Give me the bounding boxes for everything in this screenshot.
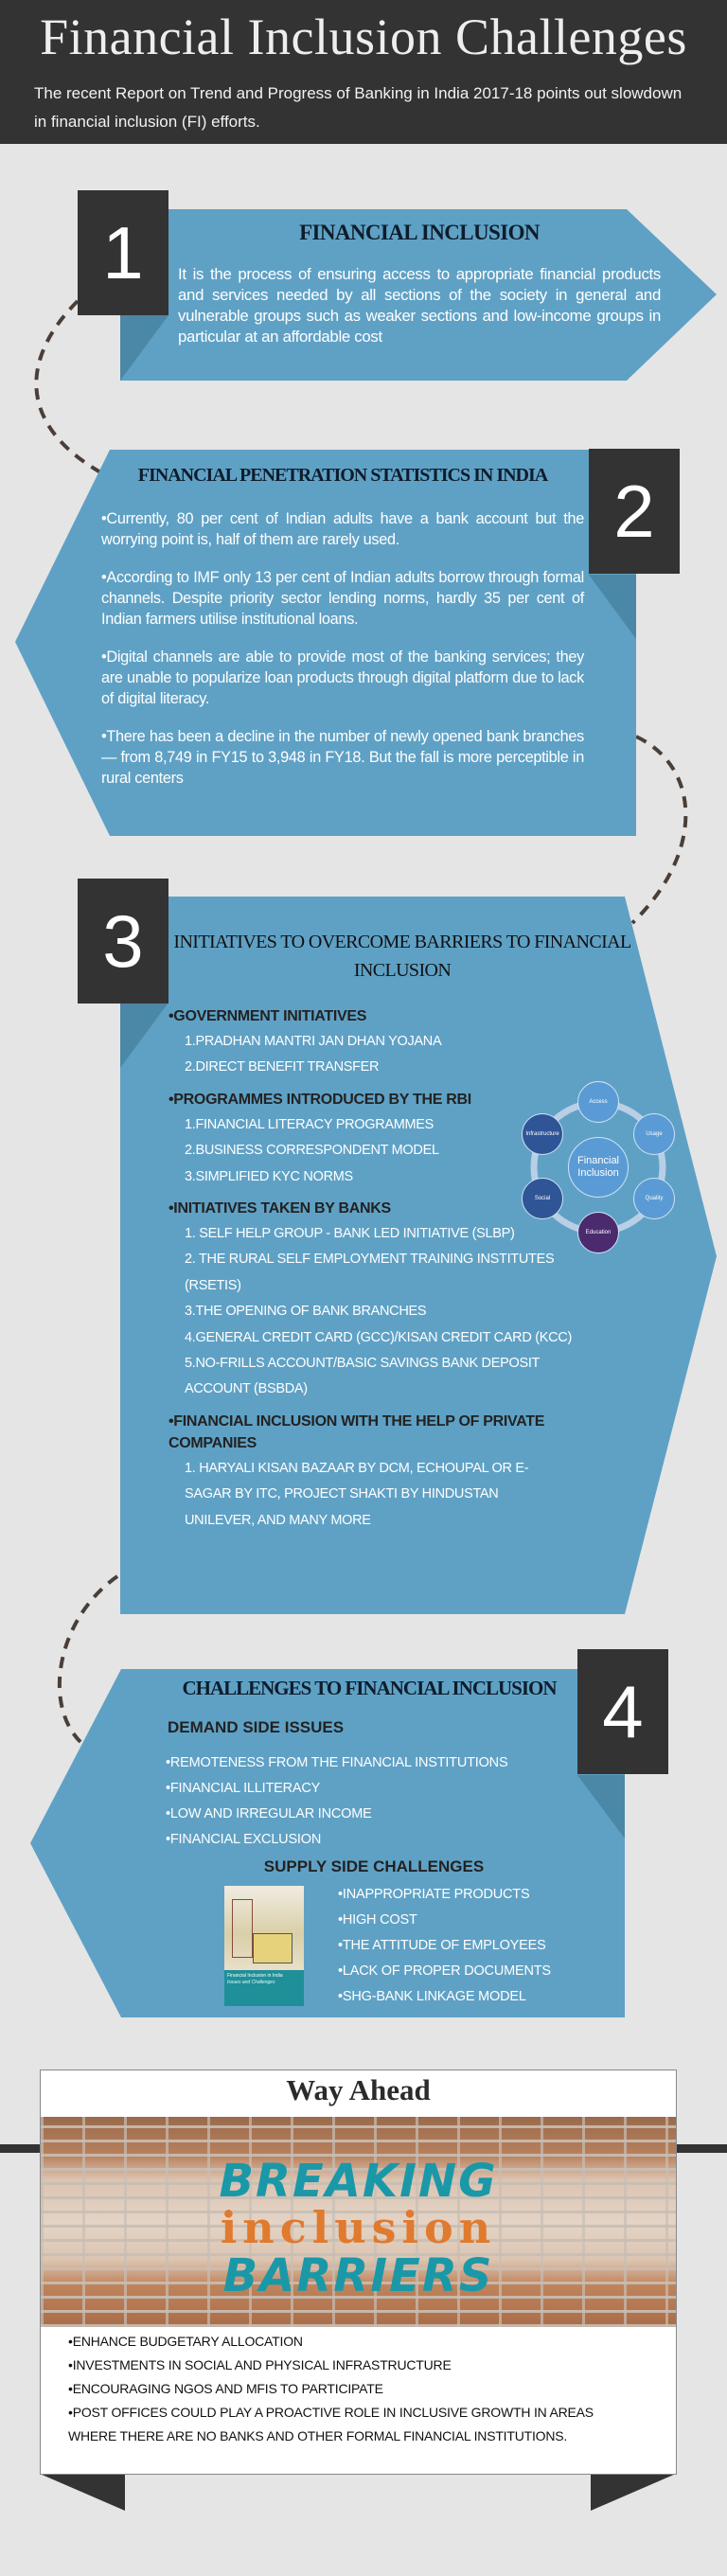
list-item: •LACK OF PROPER DOCUMENTS — [338, 1963, 551, 1979]
list-item: •FINANCIAL EXCLUSION — [166, 1832, 322, 1847]
section1-panel — [120, 209, 717, 381]
section1-number: 1 — [78, 190, 168, 315]
supply-side-title: SUPPLY SIDE CHALLENGES — [263, 1857, 485, 1875]
section2-heading: FINANCIAL PENETRATION STATISTICS IN INDI… — [137, 465, 548, 486]
list-item: 3.THE OPENING OF BANK BRANCHES — [185, 1304, 427, 1320]
list-item: 4.GENERAL CREDIT CARD (GCC)/KISAN CREDIT… — [185, 1329, 573, 1345]
section3-heading: INITIATIVES TO OVERCOME BARRIERS TO FINA… — [173, 932, 631, 981]
dashed-connector-2-3 — [630, 735, 688, 925]
section1-heading: FINANCIAL INCLUSION — [299, 221, 540, 244]
stat-bullet: •Digital channels are able to provide mo… — [101, 648, 584, 707]
section3-panel — [120, 897, 717, 1614]
list-item: •REMOTENESS FROM THE FINANCIAL INSTITUTI… — [166, 1755, 508, 1770]
list-item: •INVESTMENTS IN SOCIAL AND PHYSICAL INFR… — [68, 2357, 452, 2372]
diagram-node-social: Social — [522, 1178, 563, 1219]
stat-bullet: •Currently, 80 per cent of Indian adults… — [101, 510, 584, 548]
diagram-node-usage: Usage — [633, 1113, 675, 1155]
section4-panel — [30, 1669, 625, 2017]
list-item: •THE ATTITUDE OF EMPLOYEES — [338, 1938, 546, 1953]
list-item: •INAPPROPRIATE PRODUCTS — [338, 1887, 530, 1902]
section3-number: 3 — [78, 879, 168, 1004]
section2-fold — [589, 575, 636, 639]
list-item: •POST OFFICES COULD PLAY A PROACTIVE ROL… — [68, 2405, 594, 2443]
list-item: 2.BUSINESS CORRESPONDENT MODEL — [185, 1143, 439, 1159]
section3-fold — [120, 1003, 168, 1068]
list-item: •LOW AND IRREGULAR INCOME — [166, 1806, 372, 1821]
list-item: 5.NO-FRILLS ACCOUNT/BASIC SAVINGS BANK D… — [185, 1356, 540, 1397]
diagram-node-access: Access — [577, 1081, 619, 1123]
supply-side-list: •INAPPROPRIATE PRODUCTS •HIGH COST •THE … — [338, 1882, 584, 2010]
list-item: 1.FINANCIAL LITERACY PROGRAMMES — [185, 1116, 434, 1132]
list-item: •SHG-BANK LINKAGE MODEL — [338, 1989, 526, 2004]
banner-word-barriers: BARRIERS — [222, 2249, 494, 2302]
section1-fold — [120, 315, 168, 381]
banner-word-breaking: BREAKING — [219, 2155, 498, 2208]
header-bar — [0, 0, 727, 144]
way-ahead-title: Way Ahead — [286, 2073, 431, 2106]
book-title: Financial Inclusion in India — [227, 1973, 283, 1979]
section2-number: 2 — [589, 449, 680, 574]
section1-text: It is the process of ensuring access to … — [178, 265, 661, 346]
diagram-node-education: Education — [577, 1212, 619, 1253]
ribbon-left — [40, 2474, 125, 2511]
list-item: 2.DIRECT BENEFIT TRANSFER — [185, 1059, 380, 1075]
section4-heading: CHALLENGES TO FINANCIAL INCLUSION — [182, 1677, 557, 1699]
demand-side-list: •REMOTENESS FROM THE FINANCIAL INSTITUTI… — [166, 1750, 582, 1853]
dashed-connector-3-4 — [57, 1574, 119, 1744]
group-title: •GOVERNMENT INITIATIVES — [168, 1008, 367, 1024]
page-subtitle: The recent Report on Trend and Progress … — [34, 84, 683, 131]
way-ahead-list: •ENHANCE BUDGETARY ALLOCATION •INVESTMEN… — [68, 2330, 636, 2448]
list-item: •FINANCIAL ILLITERACY — [166, 1781, 321, 1796]
diagram-node-quality: Quality — [633, 1178, 675, 1219]
stat-bullet: •There has been a decline in the number … — [101, 728, 584, 787]
section3-list: •GOVERNMENT INITIATIVES 1.PRADHAN MANTRI… — [168, 998, 604, 1534]
banner-word-inclusion: inclusion — [220, 2202, 497, 2253]
list-item: 1. SELF HELP GROUP - BANK LED INITIATIVE… — [185, 1226, 515, 1242]
list-item: •ENHANCE BUDGETARY ALLOCATION — [68, 2334, 303, 2349]
diagram-node-infrastructure: Infrastructure — [522, 1113, 563, 1155]
book-tower-drawing — [232, 1899, 253, 1958]
list-item: 1.PRADHAN MANTRI JAN DHAN YOJANA — [185, 1034, 442, 1049]
group-title: •PROGRAMMES INTRODUCED BY THE RBI — [168, 1091, 471, 1108]
list-item: •ENCOURAGING NGOS AND MFIS TO PARTICIPAT… — [68, 2381, 383, 2396]
stat-bullet: •According to IMF only 13 per cent of In… — [101, 569, 584, 628]
ribbon-right — [591, 2474, 676, 2511]
dashed-connector-1-2 — [34, 299, 103, 475]
book-subtitle: Issues and Challenges — [227, 1980, 275, 1985]
list-item: 3.SIMPLIFIED KYC NORMS — [185, 1168, 353, 1184]
group-title: •FINANCIAL INCLUSION WITH THE HELP OF PR… — [168, 1412, 545, 1451]
list-item: 2. THE RURAL SELF EMPLOYMENT TRAINING IN… — [185, 1252, 555, 1293]
section4-number: 4 — [577, 1649, 668, 1774]
diagram-center: Financial Inclusion — [568, 1137, 629, 1198]
book-cover-image: Financial Inclusion in India Issues and … — [224, 1886, 304, 2006]
list-item: 1. HARYALI KISAN BAZAAR BY DCM, ECHOUPAL… — [185, 1460, 529, 1528]
brick-wall-banner: BREAKING inclusion BARRIERS — [41, 2117, 676, 2327]
demand-side-title: DEMAND SIDE ISSUES — [168, 1718, 345, 1736]
list-item: •HIGH COST — [338, 1912, 417, 1928]
section2-bullets: •Currently, 80 per cent of Indian adults… — [101, 508, 584, 806]
section2-panel — [15, 450, 636, 836]
group-title: •INITIATIVES TAKEN BY BANKS — [168, 1200, 391, 1217]
page-title: Financial Inclusion Challenges — [40, 9, 687, 65]
book-bank-drawing — [253, 1933, 293, 1963]
section4-fold — [577, 1775, 625, 1839]
